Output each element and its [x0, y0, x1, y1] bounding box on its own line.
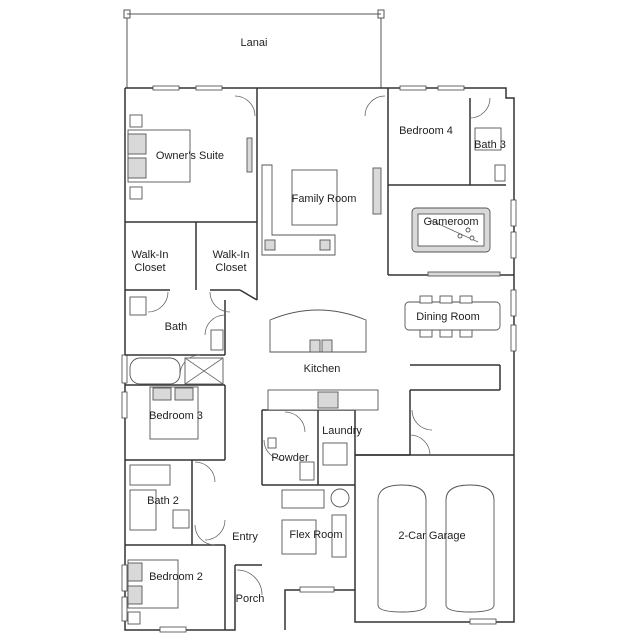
- bedroom-3-label: Bedroom 3: [149, 410, 203, 422]
- exterior-walls: [121, 85, 517, 633]
- walk-in-closet-right-label: Closet: [215, 262, 246, 274]
- owners-suite-label: Owner's Suite: [156, 150, 224, 162]
- walk-in-closet-left-label: Walk-In: [132, 249, 169, 261]
- owners-suite-bed: [127, 114, 253, 200]
- room-labels: Lanai Bedroom 4 Owner's Suite Bath 3 Fam…: [132, 37, 506, 605]
- gameroom-label: Gameroom: [423, 216, 478, 228]
- family-room-furniture: [261, 164, 382, 256]
- flex-room-furniture: [281, 488, 350, 558]
- lanai-label: Lanai: [241, 37, 268, 49]
- owners-bath-fixtures: [129, 296, 224, 385]
- window: [437, 85, 465, 91]
- window: [510, 231, 517, 259]
- powder-laundry-fixtures: [267, 437, 348, 481]
- window: [121, 596, 128, 622]
- dining-table: [404, 295, 501, 338]
- bedroom-4-label: Bedroom 4: [399, 125, 453, 137]
- bedroom-2-label: Bedroom 2: [149, 571, 203, 583]
- gameroom-bench: [427, 271, 501, 277]
- window: [121, 564, 128, 592]
- laundry-label: Laundry: [322, 425, 362, 437]
- window: [399, 85, 427, 91]
- kitchen-label: Kitchen: [304, 363, 341, 375]
- entry-label: Entry: [232, 531, 258, 543]
- window: [510, 199, 517, 227]
- window: [299, 586, 335, 593]
- walk-in-closet-right-label: Walk-In: [213, 249, 250, 261]
- pool-table: [411, 207, 491, 253]
- window: [469, 618, 497, 625]
- bath-3-label: Bath 3: [474, 139, 506, 151]
- family-room-label: Family Room: [292, 193, 357, 205]
- window: [159, 626, 187, 633]
- window: [195, 85, 223, 91]
- bath-2-fixtures: [129, 464, 190, 531]
- powder-label: Powder: [271, 452, 309, 464]
- flex-room-label: Flex Room: [289, 529, 342, 541]
- bedroom-3-bed: [149, 386, 199, 440]
- window: [510, 324, 517, 352]
- walk-in-closet-left-label: Closet: [134, 262, 165, 274]
- lanai-area: [123, 9, 385, 88]
- porch-label: Porch: [236, 593, 265, 605]
- bath-label: Bath: [165, 321, 188, 333]
- bath-3-fixtures: [474, 127, 506, 182]
- window: [152, 85, 180, 91]
- window: [121, 391, 128, 419]
- kitchen-island: [267, 309, 379, 411]
- garage-cars: [377, 484, 495, 613]
- window: [121, 354, 128, 384]
- dining-room-label: Dining Room: [416, 311, 480, 323]
- interior-walls: [125, 88, 514, 630]
- window: [510, 289, 517, 317]
- bath-2-label: Bath 2: [147, 495, 179, 507]
- bedroom-2-bed: [127, 559, 179, 625]
- two-car-garage-label: 2-Car Garage: [398, 530, 465, 542]
